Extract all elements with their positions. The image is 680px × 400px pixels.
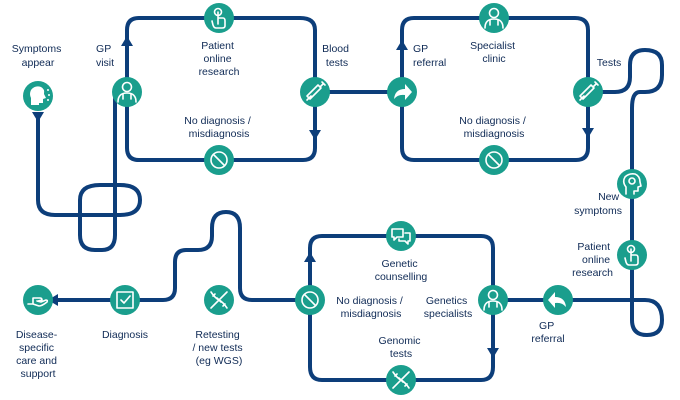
- label-line: No diagnosis /: [336, 295, 403, 307]
- patient-online-research-2-label: Patient online research: [572, 241, 613, 279]
- dna-icon: [204, 285, 234, 315]
- touch-hand-icon: [617, 240, 647, 270]
- no-diagnosis-3-label: No diagnosis / misdiagnosis: [336, 295, 405, 320]
- label-line: tests: [390, 348, 412, 360]
- path-right: [586, 48, 664, 337]
- no-diagnosis-2-label: No diagnosis / misdiagnosis: [459, 115, 528, 140]
- gp-visit-label: GP visit: [96, 43, 114, 69]
- label-line: No diagnosis /: [459, 115, 526, 127]
- label-line: Tests: [597, 57, 622, 69]
- label-line: specialists: [424, 308, 472, 320]
- no-entry-icon: [295, 285, 325, 315]
- label-line: clinic: [482, 53, 505, 65]
- label-line: New: [598, 191, 619, 203]
- no-entry-icon: [479, 145, 509, 175]
- label-line: research: [572, 267, 613, 279]
- label-line: Patient: [577, 241, 610, 253]
- label-line: misdiagnosis: [189, 128, 250, 140]
- chat-bubbles-icon: [386, 221, 416, 251]
- label-line: Patient: [201, 40, 234, 52]
- label-line: online: [204, 53, 232, 65]
- retesting-label: Retesting / new tests (eg WGS): [192, 329, 245, 367]
- label-line: appear: [22, 57, 55, 69]
- label-line: online: [582, 254, 610, 266]
- genetic-counselling-label: Genetic counselling: [375, 258, 428, 283]
- arrow-up-gp-visit: [121, 36, 133, 46]
- label-line: symptoms: [574, 205, 622, 217]
- label-line: Diagnosis: [102, 329, 148, 341]
- brain-head-icon: [617, 169, 647, 199]
- label-line: Specialist: [470, 40, 515, 52]
- label-line: Disease-: [16, 329, 58, 341]
- head-sick-icon: [23, 81, 53, 111]
- label-line: support: [20, 368, 55, 380]
- new-symptoms-label: New symptoms: [574, 191, 622, 217]
- doctor-icon: [479, 3, 509, 33]
- gp-referral-2-label: GP referral: [531, 320, 564, 345]
- doctor-icon: [478, 285, 508, 315]
- label-line: misdiagnosis: [341, 308, 402, 320]
- tests-label: Tests: [597, 57, 622, 69]
- label-line: Genomic: [379, 335, 421, 347]
- doctor-icon: [112, 77, 142, 107]
- label-line: research: [199, 66, 240, 78]
- label-line: GP: [539, 320, 554, 332]
- syringe-icon: [573, 77, 603, 107]
- no-entry-icon: [204, 145, 234, 175]
- label-line: Genetics: [426, 295, 467, 307]
- disease-specific-care-label: Disease- specific care and support: [16, 329, 60, 380]
- label-line: GP: [413, 43, 428, 55]
- label-line: referral: [413, 57, 446, 69]
- label-line: / new tests: [192, 342, 242, 354]
- arrow-up-no-diagnosis-3: [304, 252, 316, 262]
- label-line: visit: [96, 57, 114, 69]
- label-line: (eg WGS): [196, 355, 243, 367]
- arrow-up-gp-referral: [396, 40, 408, 50]
- no-diagnosis-1-label: No diagnosis / misdiagnosis: [184, 115, 253, 140]
- forward-arrow-icon: [387, 77, 417, 107]
- arrow-down-symptoms: [32, 112, 44, 122]
- label-line: Retesting: [195, 329, 240, 341]
- arrow-down-genetics: [487, 348, 499, 358]
- label-line: Genetic: [381, 258, 417, 270]
- back-arrow-icon: [543, 285, 573, 315]
- blood-tests-label: Blood tests: [322, 43, 352, 69]
- label-line: tests: [326, 57, 348, 69]
- label-line: specific: [19, 342, 54, 354]
- syringe-icon: [300, 77, 330, 107]
- label-line: care and: [16, 355, 57, 367]
- dna-icon: [386, 365, 416, 395]
- arrow-down-tests: [582, 128, 594, 138]
- arrow-down-blood-tests: [309, 130, 321, 140]
- label-line: counselling: [375, 271, 428, 283]
- genetics-specialists-label: Genetics specialists: [424, 295, 472, 320]
- symptoms-appear-label: Symptoms appear: [12, 43, 65, 69]
- label-line: referral: [531, 333, 564, 345]
- checkbox-icon: [110, 285, 140, 315]
- genomic-tests-label: Genomic tests: [379, 335, 424, 360]
- touch-hand-icon: [204, 3, 234, 33]
- specialist-clinic-label: Specialist clinic: [470, 40, 518, 65]
- label-line: Blood: [322, 43, 349, 55]
- label-line: No diagnosis /: [184, 115, 251, 127]
- gp-referral-1-label: GP referral: [413, 43, 446, 69]
- path-left: [53, 210, 312, 302]
- care-hand-icon: [23, 285, 53, 315]
- label-line: Symptoms: [12, 43, 62, 55]
- patient-online-research-1-label: Patient online research: [199, 40, 240, 78]
- journey-path: [36, 16, 664, 382]
- diagnosis-label: Diagnosis: [102, 329, 148, 341]
- label-line: misdiagnosis: [464, 128, 525, 140]
- label-line: GP: [96, 43, 111, 55]
- path-start: [36, 90, 142, 252]
